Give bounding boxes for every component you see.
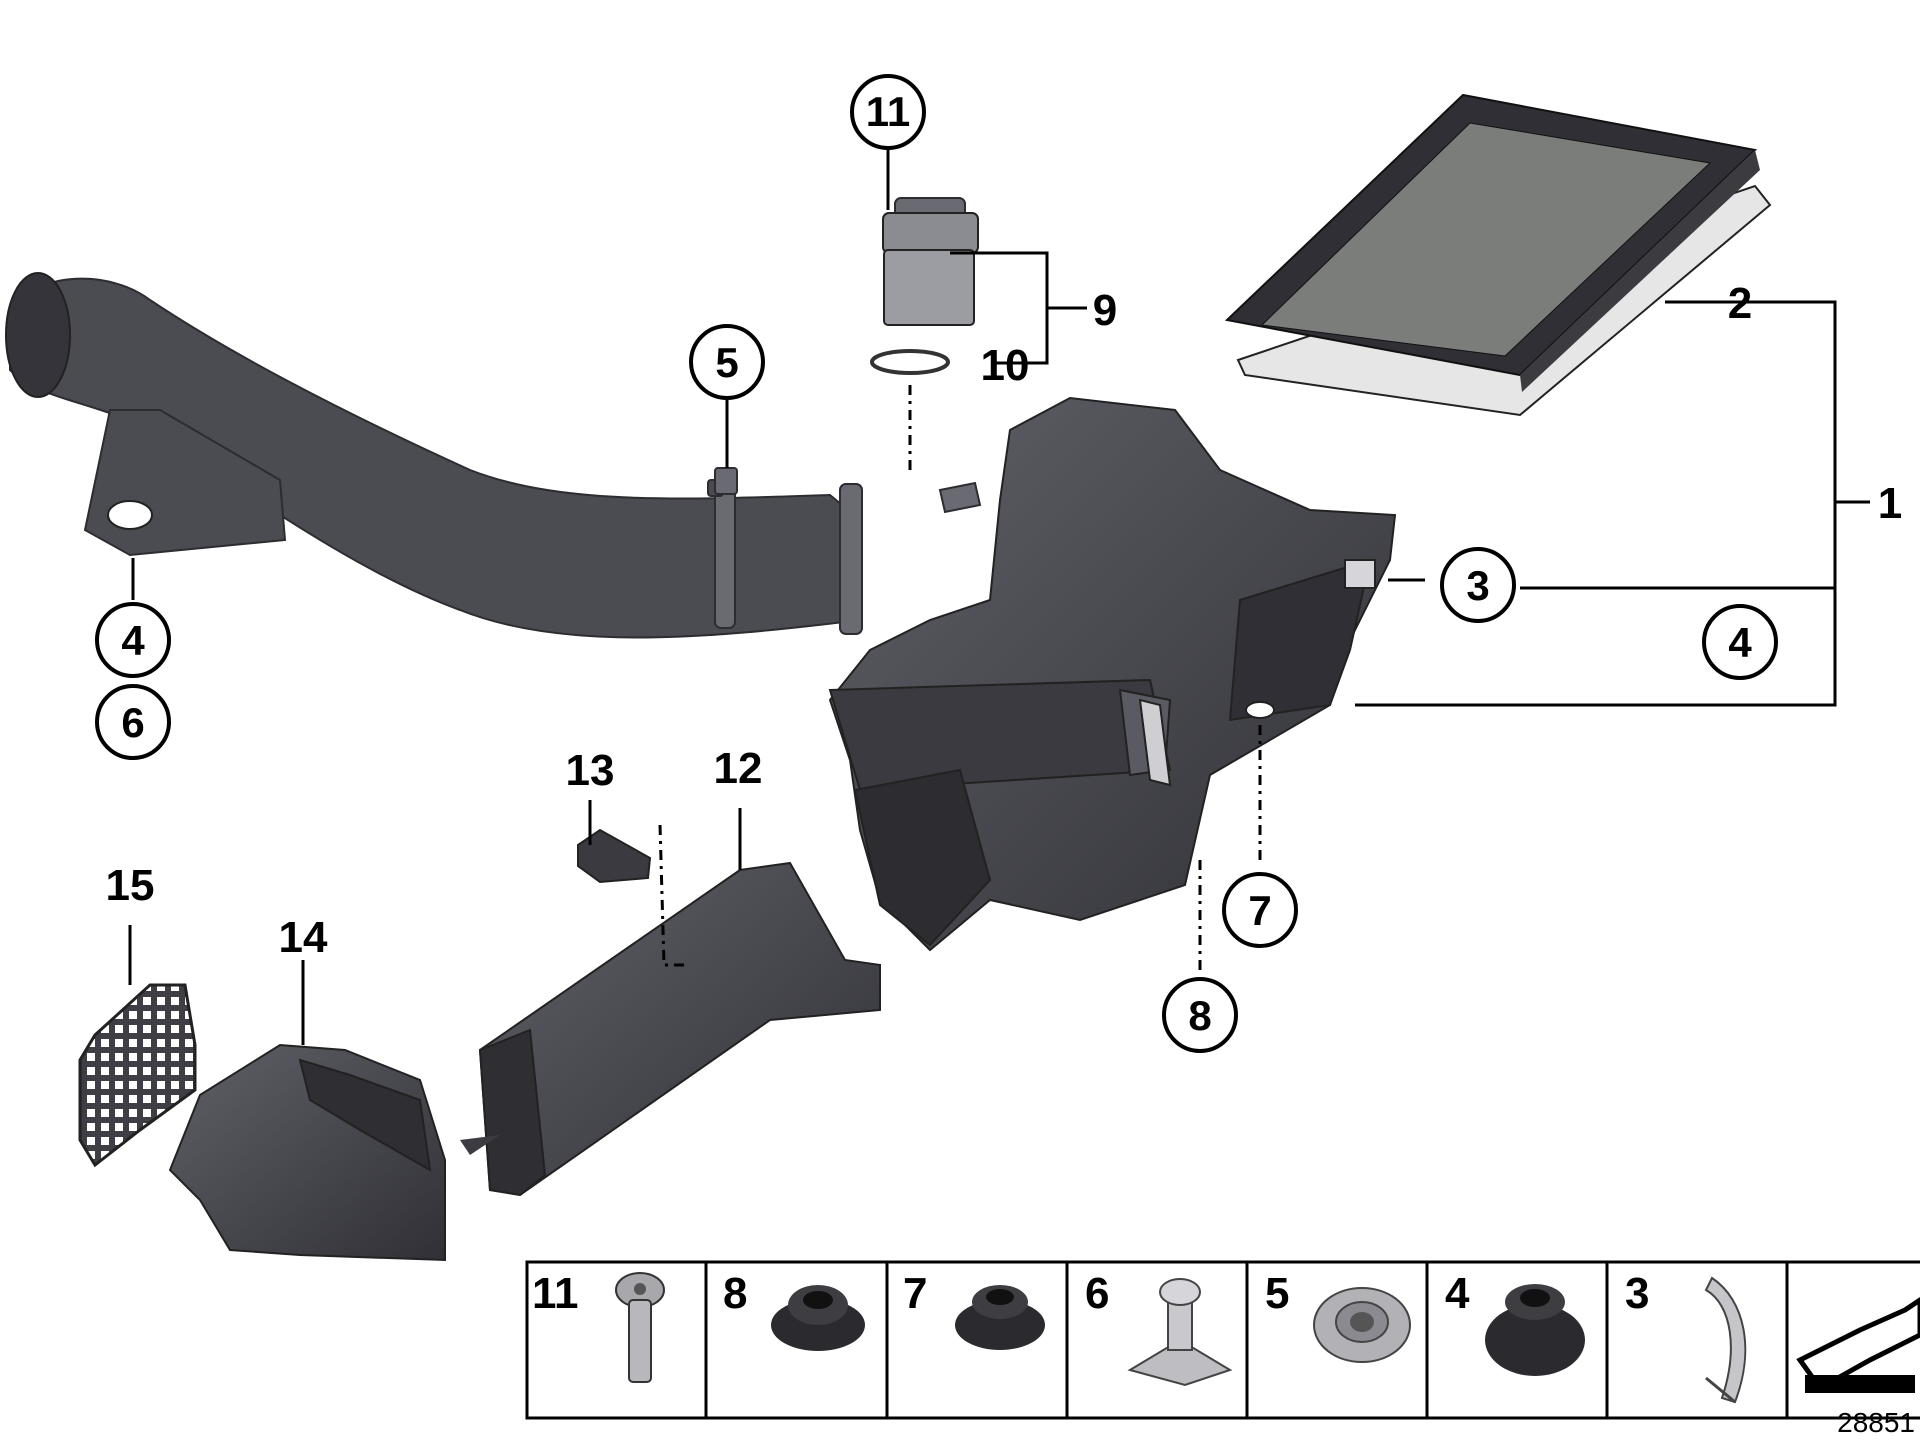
hardware-number-7: 7: [903, 1269, 927, 1318]
diagram-id: 28851: [1837, 1407, 1915, 1438]
callout-9: 9: [1093, 286, 1117, 335]
intake-snorkel: [460, 861, 881, 1197]
callout-label: 4: [1728, 619, 1752, 666]
callout-7: 7: [1222, 872, 1298, 948]
callout-label: 14: [279, 913, 328, 962]
callout-2: 2: [1728, 279, 1752, 328]
spring-nut-icon: [1313, 1287, 1411, 1363]
direction-arrow-icon: [1796, 1296, 1920, 1393]
callout-3: 3: [1440, 547, 1516, 623]
air-filter-element: [1224, 93, 1772, 417]
hardware-number-11: 11: [532, 1269, 579, 1318]
callout-label: 4: [121, 617, 145, 664]
callout-15: 15: [106, 861, 155, 910]
callout-label: 6: [121, 699, 144, 746]
callout-11: 11: [850, 74, 926, 150]
callout-label: 8: [1188, 992, 1211, 1039]
callout-label: 1: [1878, 479, 1902, 528]
callout-label: 15: [106, 861, 155, 910]
callout-14: 14: [279, 913, 328, 962]
callout-10: 10: [981, 341, 1030, 390]
leader-lines: [128, 145, 1870, 1045]
callout-label: 11: [866, 88, 910, 135]
callout-label: 13: [566, 746, 615, 795]
air-mass-sensor: [870, 197, 979, 375]
callout-label: 7: [1248, 887, 1271, 934]
hardware-number-3: 3: [1625, 1269, 1649, 1318]
callout-8: 8: [1162, 977, 1238, 1053]
callout-1: 1: [1878, 479, 1902, 528]
callout-label: 9: [1093, 286, 1117, 335]
callout-label: 10: [981, 341, 1030, 390]
hardware-number-8: 8: [723, 1269, 747, 1318]
hardware-number-6: 6: [1085, 1269, 1109, 1318]
callout-label: 12: [714, 744, 763, 793]
air-filter-housing: [828, 396, 1397, 952]
callout-5: 5: [689, 324, 765, 400]
callout-label: 3: [1466, 562, 1489, 609]
hardware-number-4: 4: [1445, 1269, 1470, 1318]
foam-pad: [577, 828, 652, 884]
intake-scoop: [168, 1043, 446, 1262]
rubber-grommet-icon: [1485, 1284, 1585, 1376]
rubber-grommet-icon: [771, 1285, 865, 1351]
rubber-grommet-icon: [955, 1285, 1045, 1350]
callout-4-duct: 4: [95, 602, 171, 678]
hardware-strip: 11 8 7 6 5: [525, 1260, 1920, 1420]
callout-13: 13: [566, 746, 615, 795]
mesh-grille: [78, 983, 197, 1168]
callout-6: 6: [95, 684, 171, 760]
callout-12: 12: [714, 744, 763, 793]
hardware-number-5: 5: [1265, 1269, 1289, 1318]
mounting-stud: [714, 467, 738, 495]
callout-label: 5: [715, 339, 738, 386]
intake-duct: [5, 272, 863, 639]
callout-4-housing: 4: [1702, 604, 1778, 680]
screw-icon: [615, 1272, 665, 1383]
expanding-rivet-icon: [1127, 1278, 1233, 1387]
clip-icon: [1704, 1276, 1747, 1404]
callout-label: 2: [1728, 279, 1752, 328]
